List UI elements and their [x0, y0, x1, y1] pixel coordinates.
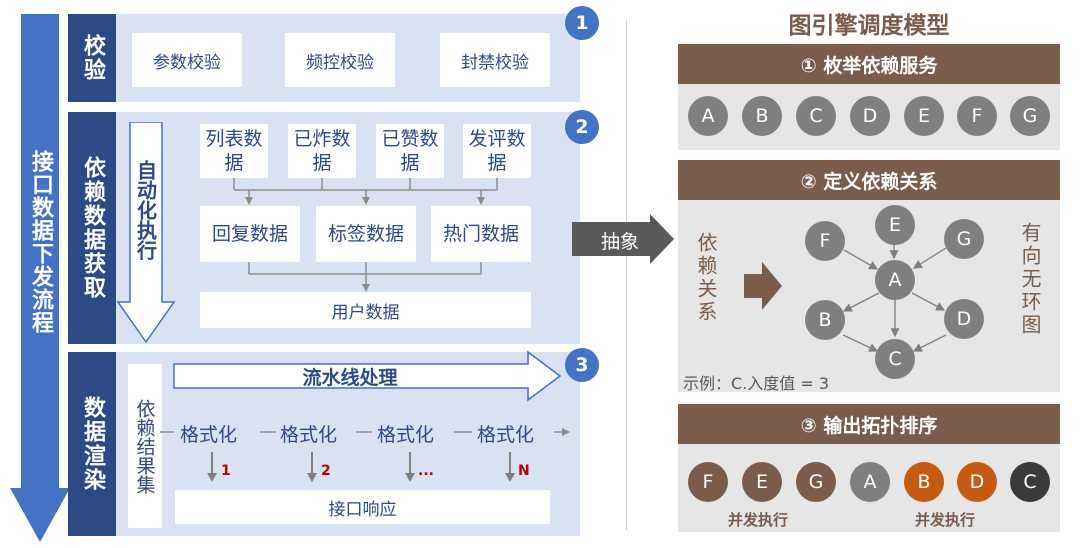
render-title: 数据渲染 — [68, 352, 116, 536]
api-response-box: 接口响应 — [175, 490, 550, 524]
comment-data-box: 发评数据 — [463, 124, 531, 178]
format-step-2: 格式化 — [280, 424, 338, 446]
step2-bar: ② 定义依赖关系 — [678, 160, 1060, 200]
step-badge-1: 1 — [565, 6, 599, 40]
service-node-f: F — [957, 96, 997, 136]
dep-result-set-label: 依赖结果集 — [133, 398, 156, 494]
format-step-3: 格式化 — [377, 424, 435, 446]
topo-node-d: D — [957, 462, 997, 502]
service-node-c: C — [796, 96, 836, 136]
dag-node-a: A — [875, 260, 915, 300]
flow-title: 接口数据下发流程 — [28, 150, 53, 334]
format-step-1: 格式化 — [180, 424, 238, 446]
auto-exec-label: 自动化执行 — [133, 160, 158, 260]
format-output-1: 1 — [221, 463, 231, 479]
service-node-b: B — [742, 96, 782, 136]
topo-node-b: B — [904, 462, 944, 502]
step-badge-3: 3 — [565, 348, 599, 382]
dag-node-g: G — [944, 219, 984, 259]
step-badge-2: 2 — [565, 110, 599, 144]
dependency-arrow — [744, 262, 782, 310]
tag-data-box: 标签数据 — [316, 206, 416, 262]
abstract-label: 抽象 — [600, 231, 639, 253]
dag-node-c: C — [875, 339, 915, 379]
dag-edges — [842, 245, 947, 352]
ban-check-box: 封禁校验 — [440, 33, 550, 87]
step1-bar: ① 枚举依赖服务 — [678, 44, 1060, 84]
topo-node-g: G — [796, 462, 836, 502]
dag-node-b: B — [805, 300, 845, 340]
step2-panel — [678, 200, 1060, 392]
topo-node-a: A — [850, 462, 890, 502]
format-output-arrows — [207, 452, 515, 482]
pipeline-arrow — [173, 350, 562, 402]
service-node-d: D — [850, 96, 890, 136]
dag-node-e: E — [875, 205, 915, 245]
dependency-label: 依赖关系 — [694, 232, 718, 324]
flow-down-arrow — [10, 14, 70, 542]
exploded-data-box: 已炸数据 — [288, 124, 356, 178]
format-output-n: N — [518, 463, 530, 479]
list-data-box: 列表数据 — [200, 124, 268, 178]
hot-data-box: 热门数据 — [431, 206, 531, 262]
format-step-4: 格式化 — [477, 424, 535, 446]
dag-node-d: D — [944, 299, 984, 339]
format-output-2: 2 — [321, 463, 331, 479]
format-output-3: ... — [418, 463, 434, 479]
topo-node-f: F — [688, 462, 728, 502]
graph-model-title: 图引擎调度模型 — [788, 13, 950, 39]
auto-exec-arrow — [116, 122, 176, 344]
indegree-example: 示例：C.入度值 = 3 — [683, 374, 830, 393]
fetch-title: 依赖数据获取 — [68, 112, 116, 344]
parallel-label-2: 并发执行 — [915, 511, 976, 529]
freq-check-box: 频控校验 — [285, 33, 395, 87]
user-data-box: 用户数据 — [200, 292, 531, 328]
format-chain-line — [160, 428, 570, 436]
liked-data-box: 已赞数据 — [376, 124, 444, 178]
abstract-arrow — [572, 214, 674, 264]
parallel-label-1: 并发执行 — [728, 511, 789, 529]
validate-title: 校验 — [68, 14, 116, 102]
service-node-g: G — [1010, 96, 1050, 136]
service-node-e: E — [904, 96, 944, 136]
dag-label: 有向无环图 — [1018, 222, 1042, 337]
reply-data-box: 回复数据 — [200, 206, 300, 262]
fetch-connectors — [233, 178, 498, 292]
topo-node-c: C — [1010, 462, 1050, 502]
param-check-box: 参数校验 — [132, 33, 242, 87]
service-node-a: A — [688, 96, 728, 136]
divider — [626, 20, 627, 530]
step3-bar: ③ 输出拓扑排序 — [678, 404, 1060, 444]
pipeline-label: 流水线处理 — [302, 366, 398, 389]
dag-node-f: F — [805, 221, 845, 261]
topo-node-e: E — [742, 462, 782, 502]
